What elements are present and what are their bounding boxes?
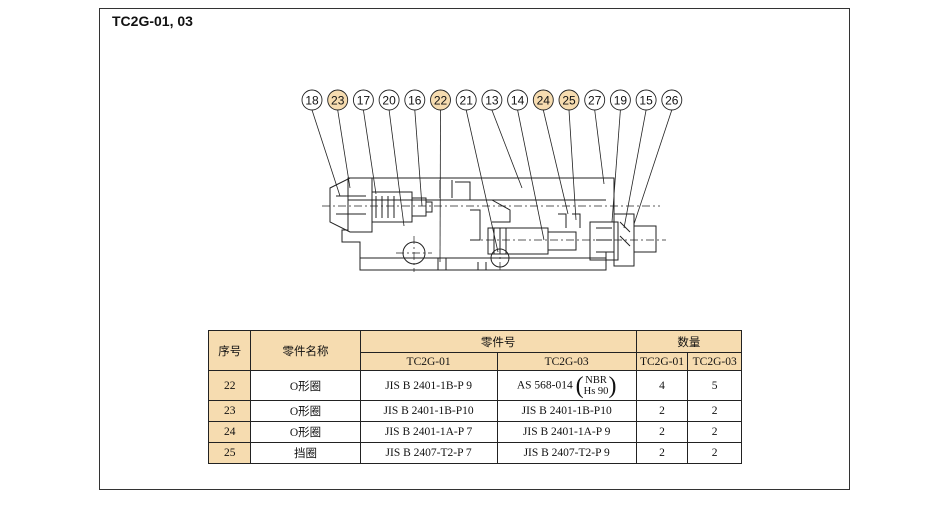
row-part-name: O形圈: [250, 400, 361, 422]
material-note: ( NBR Hs 90 ): [575, 372, 617, 399]
row-index: 22: [207, 370, 252, 401]
header-qty-model-a: TC2G-01: [635, 352, 689, 371]
row-part-name: 挡圈: [250, 442, 361, 464]
callout-20: 20: [378, 89, 400, 111]
row-qty-b: 5: [687, 370, 742, 401]
leader-line-16: [414, 109, 423, 207]
leader-line-20: [388, 109, 405, 227]
svg-text:16: 16: [408, 94, 422, 108]
header-part-number: 零件号: [359, 330, 637, 353]
header-part-name: 零件名称: [250, 330, 361, 371]
leader-lines: [311, 109, 673, 263]
leader-line-26: [633, 109, 673, 225]
row-part-a: JIS B 2401-1B-P10: [359, 400, 498, 422]
svg-text:27: 27: [588, 94, 602, 108]
row-part-name: O形圈: [250, 421, 361, 443]
row-qty-a: 2: [635, 400, 689, 422]
svg-text:19: 19: [614, 94, 628, 108]
material-note-line-2: Hs 90: [583, 385, 609, 397]
table-row: 23 O形圈 JIS B 2401-1B-P10 JIS B 2401-1B-P…: [207, 400, 742, 422]
row-part-b: JIS B 2407-T2-P 9: [496, 442, 637, 464]
row-qty-a: 4: [635, 370, 689, 401]
callout-group: 18 23 17 20 16 22 21 13 14 24 25 27 19 15 26: [301, 89, 683, 111]
leader-line-19: [611, 109, 621, 223]
svg-text:13: 13: [485, 94, 499, 108]
header-part-model-a: TC2G-01: [359, 352, 498, 371]
header-qty-model-b: TC2G-03: [687, 352, 742, 371]
svg-text:18: 18: [305, 94, 319, 108]
leader-line-17: [363, 109, 377, 195]
callout-27: 27: [584, 89, 606, 111]
leader-line-27: [594, 109, 605, 185]
row-part-b-code: AS 568-014: [516, 379, 573, 392]
callout-24: 24: [532, 89, 554, 111]
leader-line-14: [517, 109, 545, 241]
row-part-b: JIS B 2401-1B-P10: [496, 400, 637, 422]
row-part-a: JIS B 2407-T2-P 7: [359, 442, 498, 464]
callout-23: 23: [327, 89, 349, 111]
row-qty-b: 2: [687, 421, 742, 443]
leader-line-25: [568, 109, 577, 221]
drawing-frame: [99, 8, 850, 490]
parts-table: 序号 零件名称 零件号 数量 TC2G-01 TC2G-03 TC2G-01 T…: [207, 330, 743, 464]
callout-19: 19: [609, 89, 631, 111]
callout-21: 21: [455, 89, 477, 111]
svg-text:20: 20: [382, 94, 396, 108]
row-part-name: O形圈: [250, 370, 361, 401]
callout-18: 18: [301, 89, 323, 111]
leader-line-23: [337, 109, 351, 189]
header-part-model-b: TC2G-03: [496, 352, 637, 371]
row-qty-b: 2: [687, 400, 742, 422]
header-quantity: 数量: [635, 330, 743, 353]
callout-25: 25: [558, 89, 580, 111]
callout-15: 15: [635, 89, 657, 111]
row-index: 25: [207, 442, 252, 464]
svg-text:22: 22: [434, 94, 448, 108]
page-title: TC2G-01, 03: [112, 13, 193, 29]
callout-22: 22: [430, 89, 451, 111]
callout-16: 16: [404, 89, 426, 111]
svg-text:21: 21: [460, 94, 474, 108]
svg-text:15: 15: [639, 94, 653, 108]
svg-text:14: 14: [511, 94, 525, 108]
centerlines: [322, 205, 666, 272]
row-part-b: JIS B 2401-1A-P 9: [496, 421, 637, 443]
callout-14: 14: [507, 89, 529, 111]
callout-17: 17: [352, 89, 374, 111]
callout-13: 13: [481, 89, 503, 111]
leader-line-24: [542, 109, 569, 215]
svg-text:24: 24: [537, 94, 551, 108]
svg-text:17: 17: [357, 94, 371, 108]
leader-line-13: [491, 109, 523, 189]
leader-line-21: [465, 109, 499, 253]
table-row: 22 O形圈 JIS B 2401-1B-P 9 AS 568-014 ( NB…: [207, 370, 742, 401]
row-qty-b: 2: [687, 442, 742, 464]
leader-line-18: [311, 109, 341, 197]
valve-body: [329, 177, 657, 271]
row-part-a: JIS B 2401-1B-P 9: [359, 370, 498, 401]
callout-26: 26: [661, 89, 683, 111]
leader-line-15: [623, 109, 647, 229]
row-part-b: AS 568-014 ( NBR Hs 90 ): [496, 370, 637, 401]
row-part-a: JIS B 2401-1A-P 7: [359, 421, 498, 443]
material-note-line-1: NBR: [585, 374, 607, 386]
svg-text:23: 23: [331, 94, 345, 108]
svg-text:25: 25: [562, 94, 576, 108]
svg-text:26: 26: [665, 94, 679, 108]
table-row: 25 挡圈 JIS B 2407-T2-P 7 JIS B 2407-T2-P …: [207, 442, 742, 464]
row-index: 23: [207, 400, 252, 422]
row-qty-a: 2: [635, 442, 689, 464]
row-qty-a: 2: [635, 421, 689, 443]
header-index: 序号: [207, 330, 252, 371]
row-index: 24: [207, 421, 252, 443]
table-row: 24 O形圈 JIS B 2401-1A-P 7 JIS B 2401-1A-P…: [207, 421, 742, 443]
